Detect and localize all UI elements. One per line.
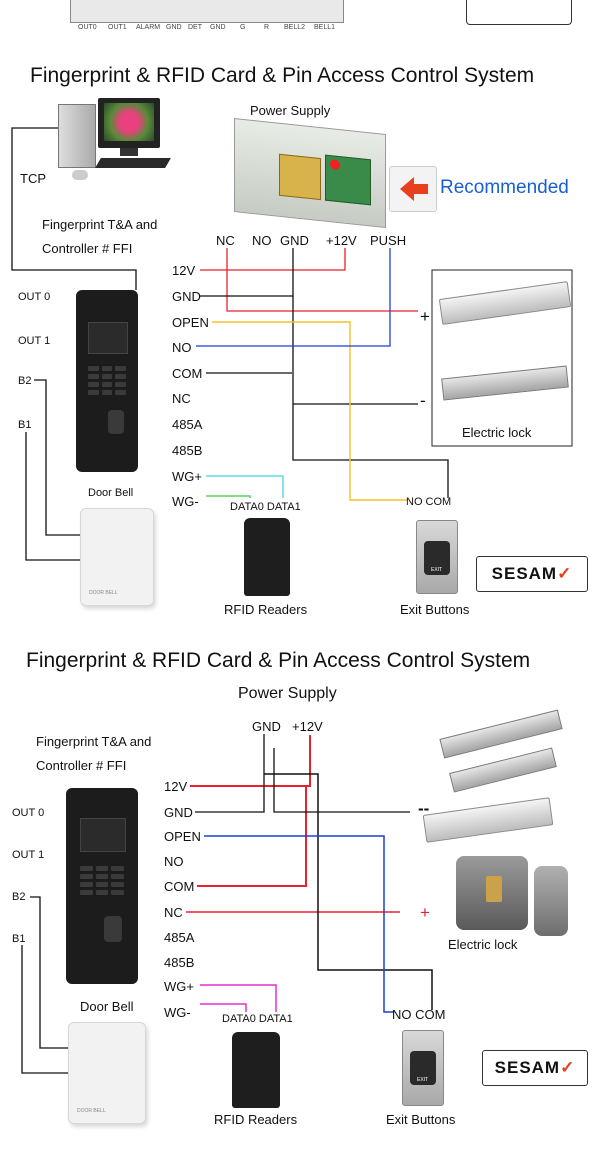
terminal-gnd-2: GND [164,805,193,820]
sesame-mark-icon-2: ✓ [560,1058,576,1077]
output-out1: OUT 1 [18,335,51,347]
electric-lock-label-2: Electric lock [448,937,518,952]
exit-buttons-label: Exit Buttons [400,602,470,617]
psu-terminal-12v-2: +12V [292,719,323,734]
controller-label-2-line2: Controller # FFI [36,758,127,773]
rim-lock-image [456,852,568,938]
electric-lock-label: Electric lock [462,425,532,440]
psu-terminal-no: NO [252,233,272,248]
exit-terminal-labels: NO COM [406,496,452,508]
door-bell-label: Door Bell [88,487,134,499]
terminal-nc: NC [172,391,191,406]
terminal-com-2: COM [164,879,195,894]
sesame-logo: SESAM✓ [476,556,588,592]
computer-icon [58,98,171,184]
terminal-label: GND [210,24,226,31]
power-supply-label: Power Supply [250,103,331,118]
terminal-label: BELL1 [314,24,336,31]
output-out1-2: OUT 1 [12,849,45,861]
terminal-strip-labels: OUT0 OUT1 ALARM GND DET GND G R BELL2 BE… [78,24,348,34]
door-bell-text-2: DOOR BELL [77,1108,106,1114]
tcp-label: TCP [20,171,46,186]
diagram-1-title: Fingerprint & RFID Card & Pin Access Con… [30,64,535,87]
door-bell-label-2: Door Bell [80,999,134,1014]
power-supply-label-2: Power Supply [238,685,337,702]
psu-terminal-12v: +12V [326,233,357,248]
header-device-outline [466,0,572,25]
terminal-com: COM [172,366,203,381]
terminal-no: NO [172,340,192,355]
terminal-wg-minus-2: WG- [164,1005,191,1020]
plus-sign: + [420,307,430,326]
terminal-label: OUT0 [78,24,97,31]
psu-terminal-gnd-2: GND [252,719,281,734]
recommended-label: Recommended [440,177,569,198]
psu-terminal-push: PUSH [370,233,407,248]
diagram-2-title: Fingerprint & RFID Card & Pin Access Con… [26,649,531,672]
terminal-no-2: NO [164,854,184,869]
door-bell-text: DOOR BELL [89,590,118,596]
controller-label-2-line1: Fingerprint T&A and [36,734,152,749]
terminal-open-2: OPEN [164,829,201,844]
output-b1: B1 [18,419,32,431]
terminal-wg-minus: WG- [172,494,199,509]
terminal-open: OPEN [172,315,209,330]
output-b2: B2 [18,375,32,387]
terminal-label: G [240,24,246,31]
exit-button-image: EXIT [416,520,458,594]
sesame-logo-text: SESAM [491,564,558,583]
terminal-485a-2: 485A [164,930,195,945]
terminal-label: DET [188,24,202,31]
exit-text-2: EXIT [417,1077,429,1083]
controller-label-line1: Fingerprint T&A and [42,217,158,232]
data-labels: DATA0 DATA1 [230,501,301,513]
terminal-strip [70,0,344,23]
fingerprint-device-2 [66,788,138,984]
controller-label-line2: Controller # FFI [42,241,133,256]
fingerprint-device [76,290,138,472]
minus-sign: - [420,391,426,410]
terminal-label: BELL2 [284,24,306,31]
rfid-reader-image [244,518,290,596]
rfid-readers-label: RFID Readers [224,602,308,617]
terminal-label: GND [166,24,182,31]
rfid-reader-image-2 [232,1032,280,1108]
terminal-485a: 485A [172,417,203,432]
plus-sign-2: + [420,903,430,922]
recommended-arrow-icon [389,166,437,212]
sesame-mark-icon: ✓ [557,564,573,583]
sesame-logo-2: SESAM✓ [482,1050,588,1086]
data-labels-2: DATA0 DATA1 [222,1013,293,1025]
output-b1-2: B1 [12,933,26,945]
terminal-12v-2: 12V [164,779,188,794]
output-out0: OUT 0 [18,291,51,303]
terminal-wg-plus: WG+ [172,469,202,484]
terminal-label: R [264,24,270,31]
terminal-485b: 485B [172,443,203,458]
terminal-wg-plus-2: WG+ [164,979,194,994]
psu-terminal-gnd: GND [280,233,309,248]
exit-button-image-2: EXIT [402,1030,444,1106]
exit-terminal-labels-2: NO COM [392,1007,446,1022]
exit-buttons-label-2: Exit Buttons [386,1112,456,1127]
rfid-readers-label-2: RFID Readers [214,1112,298,1127]
output-out0-2: OUT 0 [12,807,45,819]
power-supply-unit [234,118,386,228]
terminal-label: OUT1 [108,24,127,31]
output-b2-2: B2 [12,891,26,903]
minus-sign-2: -- [418,799,430,818]
terminal-nc-2: NC [164,905,183,920]
psu-terminal-nc: NC [216,233,235,248]
sesame-logo-text-2: SESAM [494,1058,561,1077]
terminal-12v: 12V [172,263,196,278]
exit-text: EXIT [431,567,443,573]
door-bell-image: DOOR BELL [80,508,154,606]
terminal-label: ALARM [136,24,161,31]
terminal-485b-2: 485B [164,955,195,970]
door-bell-image-2: DOOR BELL [68,1022,146,1124]
terminal-gnd: GND [172,289,201,304]
